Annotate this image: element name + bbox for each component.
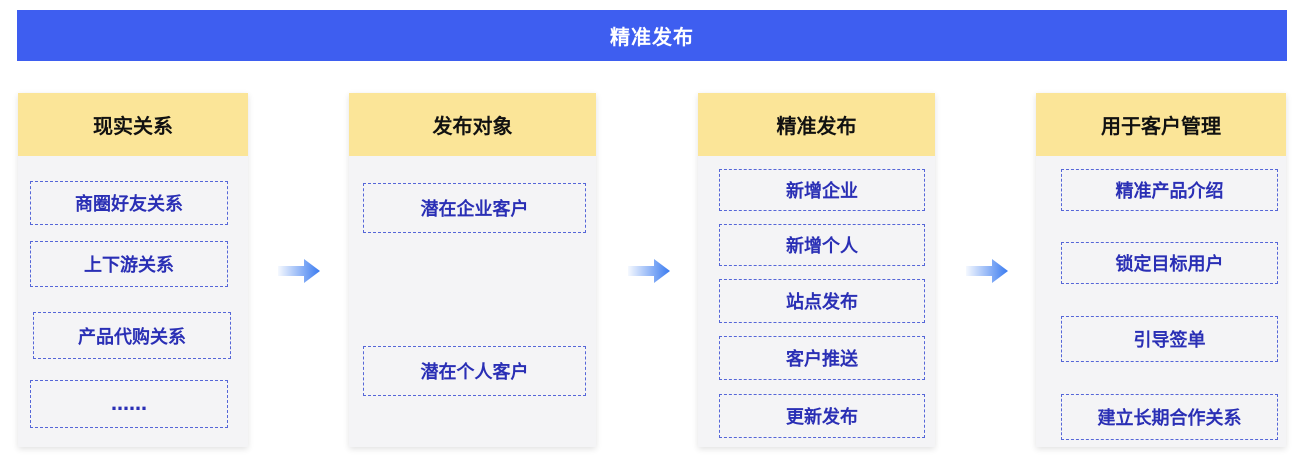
list-item: 锁定目标用户 bbox=[1061, 242, 1278, 284]
list-item: 新增个人 bbox=[719, 224, 925, 266]
list-item: 建立长期合作关系 bbox=[1061, 394, 1278, 440]
arrow-right-icon bbox=[278, 259, 320, 283]
column-publish-targets: 发布对象 潜在企业客户 潜在个人客户 bbox=[349, 93, 596, 447]
list-item: 上下游关系 bbox=[30, 241, 228, 287]
column-header: 用于客户管理 bbox=[1036, 93, 1286, 156]
page-title-banner: 精准发布 bbox=[17, 10, 1287, 61]
column-header: 精准发布 bbox=[698, 93, 935, 156]
list-item: 商圈好友关系 bbox=[30, 181, 228, 225]
column-customer-management: 用于客户管理 精准产品介绍 锁定目标用户 引导签单 建立长期合作关系 bbox=[1036, 93, 1286, 447]
list-item: 站点发布 bbox=[719, 279, 925, 323]
list-item: 客户推送 bbox=[719, 336, 925, 380]
arrow-right-icon bbox=[628, 259, 670, 283]
column-header: 发布对象 bbox=[349, 93, 596, 156]
arrow-right-icon bbox=[966, 259, 1008, 283]
list-item: 新增企业 bbox=[719, 169, 925, 211]
list-item: 潜在企业客户 bbox=[363, 183, 586, 233]
list-item: 更新发布 bbox=[719, 394, 925, 438]
column-precise-publish: 精准发布 新增企业 新增个人 站点发布 客户推送 更新发布 bbox=[698, 93, 935, 447]
list-item: 产品代购关系 bbox=[33, 312, 231, 359]
list-item: 潜在个人客户 bbox=[363, 346, 586, 396]
list-item: …… bbox=[30, 380, 228, 428]
column-header: 现实关系 bbox=[18, 93, 248, 156]
column-real-relations: 现实关系 商圈好友关系 上下游关系 产品代购关系 …… bbox=[18, 93, 248, 447]
list-item: 引导签单 bbox=[1061, 316, 1278, 362]
list-item: 精准产品介绍 bbox=[1061, 169, 1278, 211]
